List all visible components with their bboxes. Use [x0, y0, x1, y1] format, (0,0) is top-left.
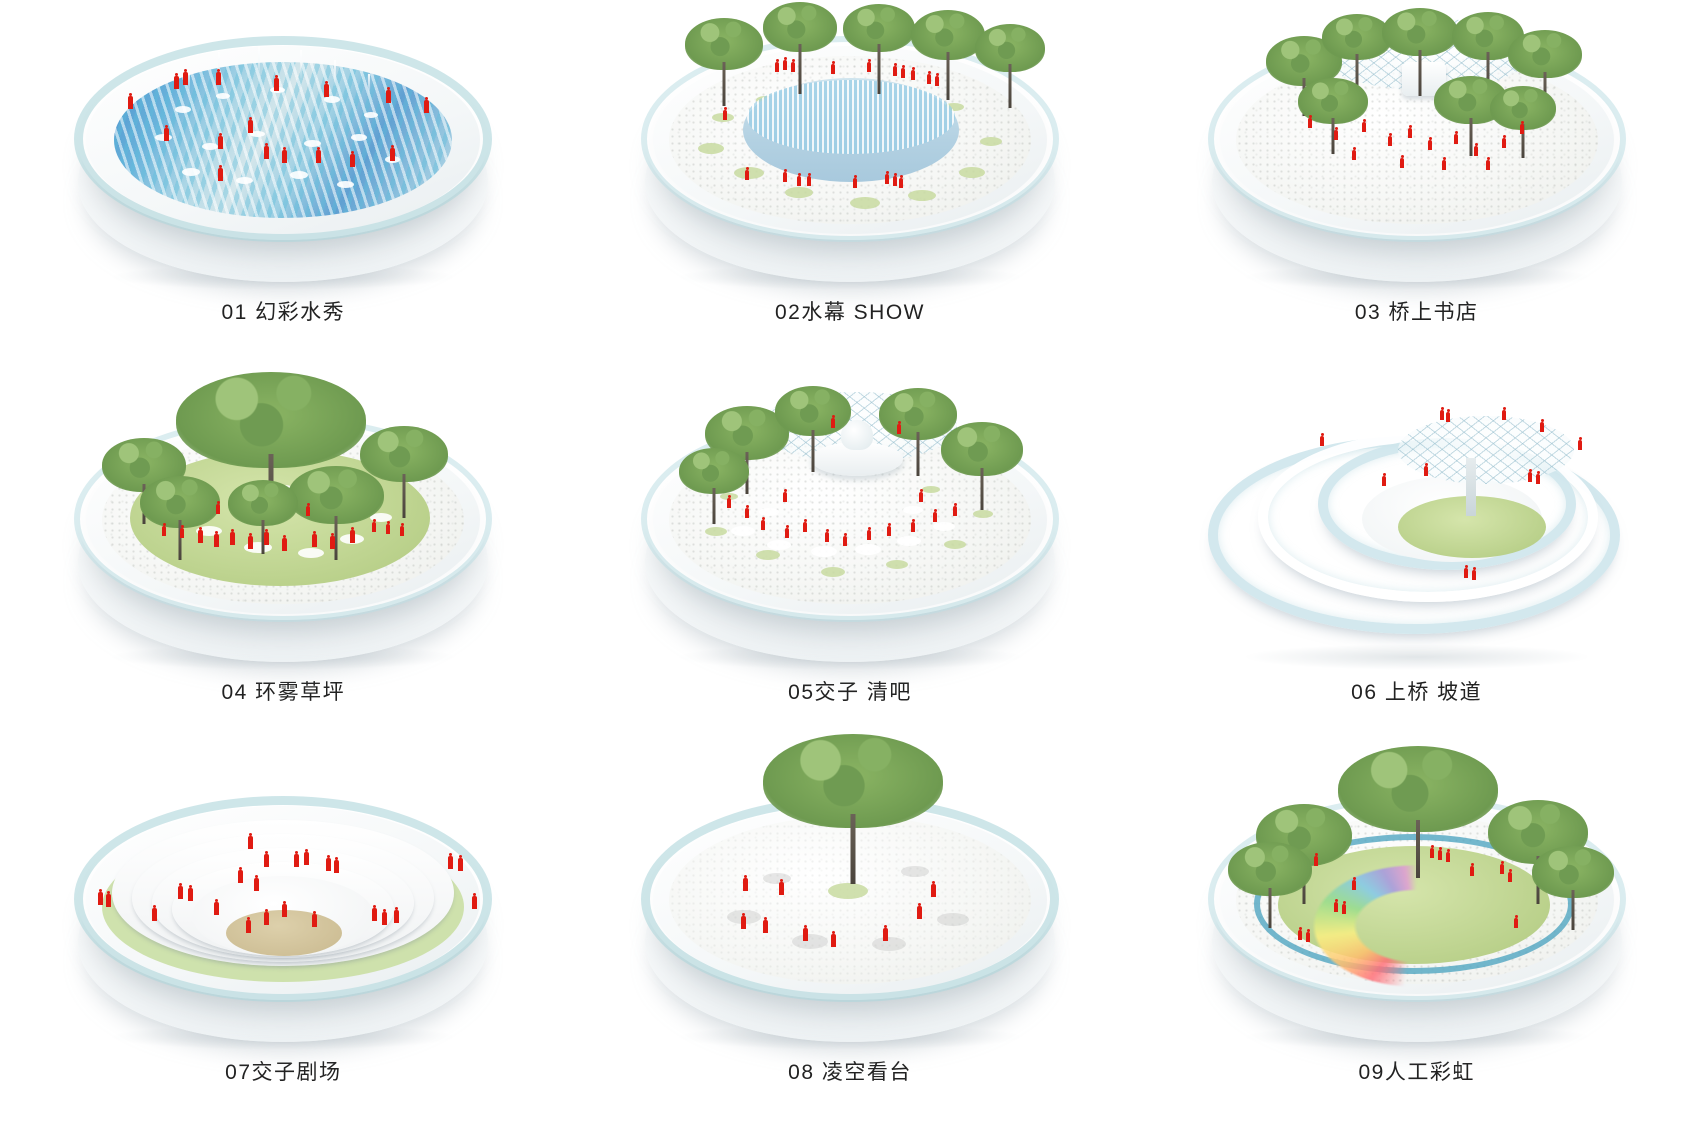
panel-01-caption: 01 幻彩水秀: [221, 301, 346, 324]
panel-06[interactable]: 06 上桥 坡道: [1133, 380, 1700, 760]
panel-08[interactable]: 08 凌空看台: [567, 734, 1134, 1140]
panel-04-render: [0, 372, 567, 680]
sand-stage: [226, 910, 343, 956]
panel-02-caption: 02水幕 SHOW: [774, 301, 925, 324]
artificial-rainbow: [1311, 864, 1518, 988]
panel-05-render: [567, 380, 1134, 680]
deck-paving: [668, 816, 1031, 984]
disc-06: [1202, 380, 1632, 680]
panel-05[interactable]: 05交子 清吧: [567, 380, 1134, 760]
panel-02[interactable]: 02水幕 SHOW: [567, 0, 1134, 380]
disc-04: [68, 372, 498, 680]
panel-03-render: [1133, 0, 1700, 300]
panel-09-render: [1133, 746, 1700, 1060]
glass-rim-icon: [74, 796, 493, 1002]
panel-03[interactable]: 03 桥上书店: [1133, 0, 1700, 380]
panel-06-render: [1133, 380, 1700, 680]
fountain-sculpture: [840, 420, 873, 450]
panel-08-caption: 08 凌空看台: [788, 1061, 912, 1084]
disc-09: [1202, 746, 1632, 1060]
panel-03-caption: 03 桥上书店: [1354, 301, 1479, 324]
glass-rim-icon: [74, 36, 493, 242]
panel-07-render: [0, 760, 567, 1060]
ground-shadow: [1241, 644, 1592, 670]
panel-09[interactable]: 09人工彩虹: [1133, 746, 1700, 1140]
panel-02-render: [567, 0, 1134, 300]
panel-07[interactable]: 07交子剧场: [0, 760, 567, 1140]
panel-01[interactable]: 01 幻彩水秀: [0, 0, 567, 380]
disc-07: [68, 760, 498, 1060]
canopy-column: [1465, 458, 1476, 516]
disc-08: [635, 734, 1065, 1060]
iridescent-water-surface: [114, 62, 453, 218]
disc-02: [635, 0, 1065, 300]
panel-08-render: [567, 734, 1134, 1060]
disc-05: [635, 380, 1065, 680]
disc-01: [68, 0, 498, 300]
panel-06-caption: 06 上桥 坡道: [1351, 681, 1483, 704]
water-curtain: [746, 80, 955, 154]
panel-09-caption: 09人工彩虹: [1358, 1061, 1475, 1084]
panel-04-caption: 04 环雾草坪: [221, 681, 346, 704]
panel-01-render: [0, 0, 567, 300]
disc-03: [1202, 0, 1632, 300]
feature-tree: [762, 734, 943, 884]
panel-05-caption: 05交子 清吧: [788, 681, 912, 704]
panel-07-caption: 07交子剧场: [225, 1061, 342, 1084]
panel-04[interactable]: 04 环雾草坪: [0, 372, 567, 760]
